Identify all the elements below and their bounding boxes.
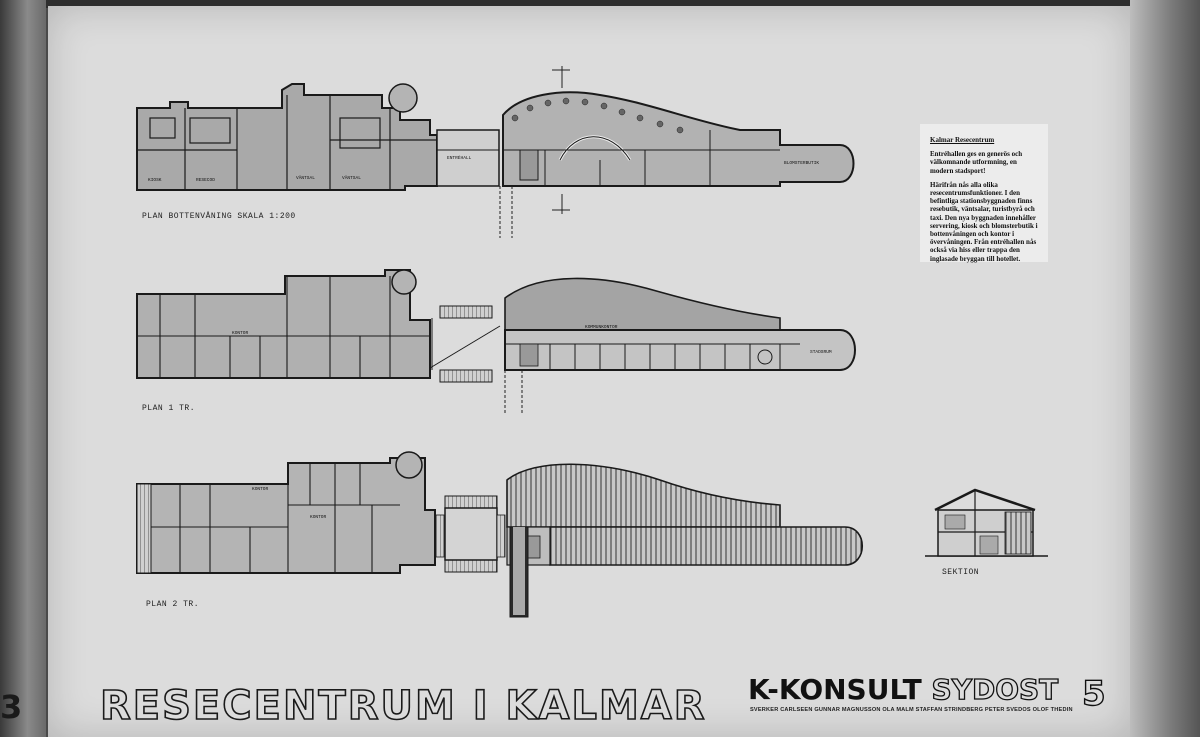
room-kommunkontor: KOMMUNKONTOR bbox=[585, 325, 618, 330]
second-floor-plan bbox=[136, 451, 864, 618]
first-floor-plan bbox=[136, 269, 856, 415]
room-kontor-2: KONTOR bbox=[252, 487, 269, 492]
room-kontor-3: KONTOR bbox=[310, 515, 327, 520]
neighbor-sheet-right bbox=[1130, 0, 1200, 737]
first-floor-label: PLAN 1 TR. bbox=[142, 404, 196, 413]
ground-floor-plan bbox=[136, 66, 855, 238]
firm-credits: SVERKER CARLSEEN GUNNAR MAGNUSSON OLA MA… bbox=[750, 707, 1073, 713]
firm-logo: K-KONSULT SYDOST bbox=[748, 672, 1059, 706]
section-drawing bbox=[925, 488, 1048, 557]
section-label: SEKTION bbox=[942, 568, 980, 577]
info-paragraph-1: Entréhallen ges en generös och välkomnan… bbox=[930, 150, 1023, 175]
room-kiosk: KIOSK bbox=[148, 178, 162, 183]
room-blomsterbutik: BLOMSTERBUTIK bbox=[784, 161, 820, 166]
second-floor-label: PLAN 2 TR. bbox=[146, 600, 200, 609]
info-text: Kalmar Resecentrum Entréhallen ges en ge… bbox=[930, 136, 1040, 269]
ground-floor-label: PLAN BOTTENVÅNING SKALA 1:200 bbox=[142, 212, 296, 221]
sheet-number: 5 bbox=[1081, 673, 1106, 714]
neighbor-sheet-number: 3 bbox=[0, 688, 23, 726]
info-paragraph-2: Härifrån nås alla olika resecentrumsfunk… bbox=[930, 180, 1038, 263]
room-vantsal-1: VÄNTSAL bbox=[296, 176, 315, 181]
firm-name-rest: SYDOST bbox=[931, 672, 1059, 706]
room-kontor-1: KONTOR bbox=[232, 331, 249, 336]
firm-name-k: K-KONSULT bbox=[748, 673, 922, 706]
board-title: RESECENTRUM I KALMAR bbox=[99, 682, 707, 730]
neighbor-sheet-left bbox=[0, 0, 46, 737]
room-resecod: RESECOD bbox=[196, 178, 215, 183]
room-vantsal-2: VÄNTSAL bbox=[342, 176, 361, 181]
room-entrehall: ENTRÉHALL bbox=[447, 156, 472, 161]
room-stadsrum: STADSRUM bbox=[810, 350, 832, 355]
info-panel bbox=[920, 124, 1048, 262]
photo-top-edge bbox=[0, 0, 1200, 8]
info-title: Kalmar Resecentrum bbox=[930, 136, 995, 144]
